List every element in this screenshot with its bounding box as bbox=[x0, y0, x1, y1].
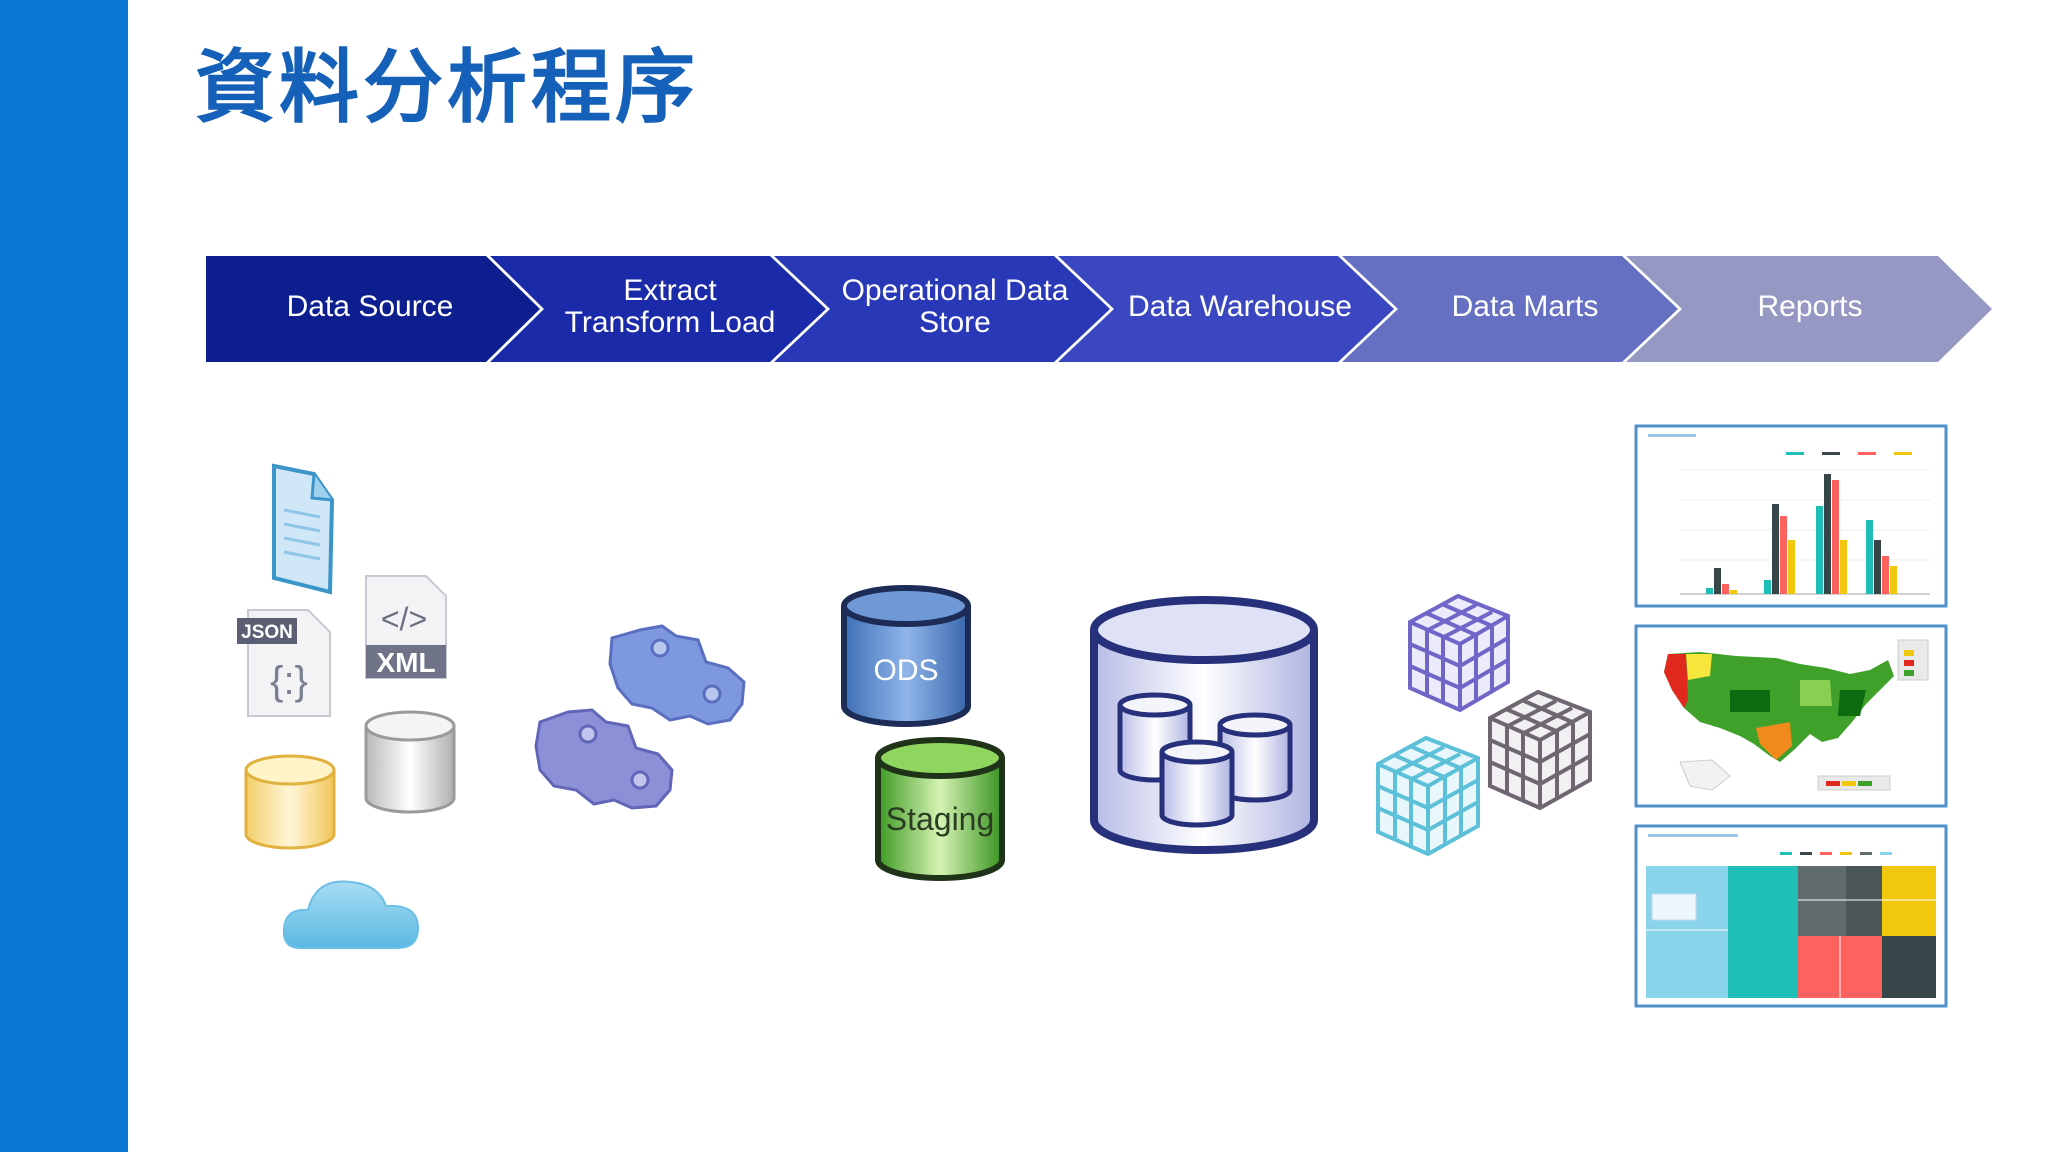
json-label: JSON bbox=[241, 622, 293, 643]
step-data-source-shape bbox=[206, 256, 540, 362]
staging-label: Staging bbox=[886, 801, 995, 837]
json-braces: {:} bbox=[270, 659, 308, 703]
staging-database-icon: Staging bbox=[875, 737, 1005, 881]
report-map-thumbnail bbox=[1634, 624, 1948, 808]
gear-icon-top bbox=[608, 624, 746, 726]
step-label-data-marts: Data Marts bbox=[1451, 289, 1599, 323]
json-file-icon: JSON {:} bbox=[237, 609, 331, 717]
step-label-ods: Operational Data Store bbox=[841, 273, 1069, 339]
document-icon bbox=[272, 463, 335, 595]
report-bar-chart-thumbnail bbox=[1634, 424, 1948, 608]
step-label-data-warehouse: Data Warehouse bbox=[1127, 289, 1352, 323]
cube-icon-teal bbox=[1376, 735, 1480, 857]
page-title: 資料分析程序 bbox=[195, 41, 699, 134]
step-reports-shape bbox=[1626, 256, 1992, 362]
ods-database-icon: ODS bbox=[841, 585, 971, 727]
data-warehouse-icon bbox=[1090, 596, 1318, 854]
step-label-reports: Reports bbox=[1757, 289, 1863, 323]
side-accent-bar bbox=[0, 0, 128, 1152]
step-ods-shape bbox=[774, 256, 1110, 362]
gears-icon bbox=[534, 624, 746, 810]
grey-database-icon bbox=[364, 710, 456, 814]
cloud-icon bbox=[282, 880, 420, 949]
step-label-etl: Extract Transform Load bbox=[564, 273, 776, 339]
step-etl-shape bbox=[490, 256, 826, 362]
xml-label: XML bbox=[376, 647, 435, 678]
cube-icon-purple bbox=[1408, 593, 1510, 713]
step-data-warehouse-shape bbox=[1058, 256, 1394, 362]
gear-icon-bottom bbox=[534, 708, 674, 810]
ods-label: ODS bbox=[873, 654, 938, 687]
report-treemap-thumbnail bbox=[1634, 824, 1948, 1008]
step-data-marts-shape bbox=[1342, 256, 1678, 362]
step-label-data-source: Data Source bbox=[286, 289, 454, 323]
xml-code-glyph: </> bbox=[381, 601, 427, 637]
yellow-database-icon bbox=[244, 754, 336, 850]
process-flow bbox=[206, 256, 1992, 362]
xml-file-icon: </> XML bbox=[365, 575, 447, 679]
cube-icon-grey bbox=[1488, 689, 1592, 811]
